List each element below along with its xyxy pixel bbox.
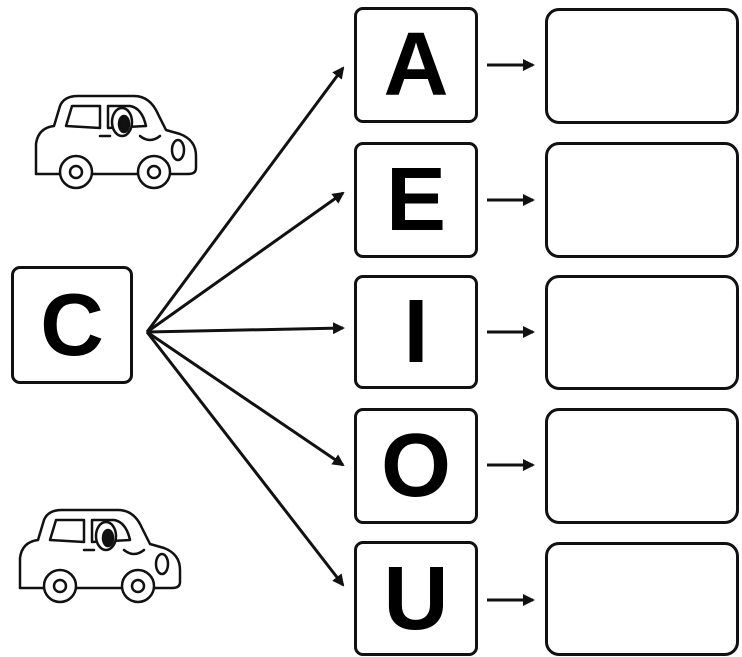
car-cartoon-icon [34,94,198,190]
vowel-letter-o: O [380,416,451,516]
arrow-c-to-u [145,331,345,587]
answer-box-a[interactable] [545,8,739,124]
consonant-letter: C [40,275,104,374]
vowel-letter-a: A [383,15,449,115]
fan-arrows [145,66,345,587]
answer-box-u[interactable] [545,542,739,656]
answer-box-i[interactable] [545,275,739,390]
vowel-box-u: U [354,541,478,656]
car-cartoon-icon [18,508,182,604]
vowel-letter-e: E [385,150,447,250]
arrow-c-to-o [146,330,345,467]
arrow-c-to-e [146,191,345,334]
consonant-box: C [11,266,133,384]
vowel-box-a: A [354,7,478,123]
answer-box-e[interactable] [545,142,739,258]
vowel-letter-u: U [383,548,449,649]
vowel-box-o: O [354,408,478,524]
short-arrows [487,59,535,606]
answer-box-o[interactable] [545,408,739,524]
arrow-c-to-a [145,66,345,333]
arrow-c-to-i [146,322,345,335]
vowel-box-e: E [354,142,478,258]
vowel-box-i: I [354,275,478,389]
vowel-letter-i: I [403,282,429,382]
